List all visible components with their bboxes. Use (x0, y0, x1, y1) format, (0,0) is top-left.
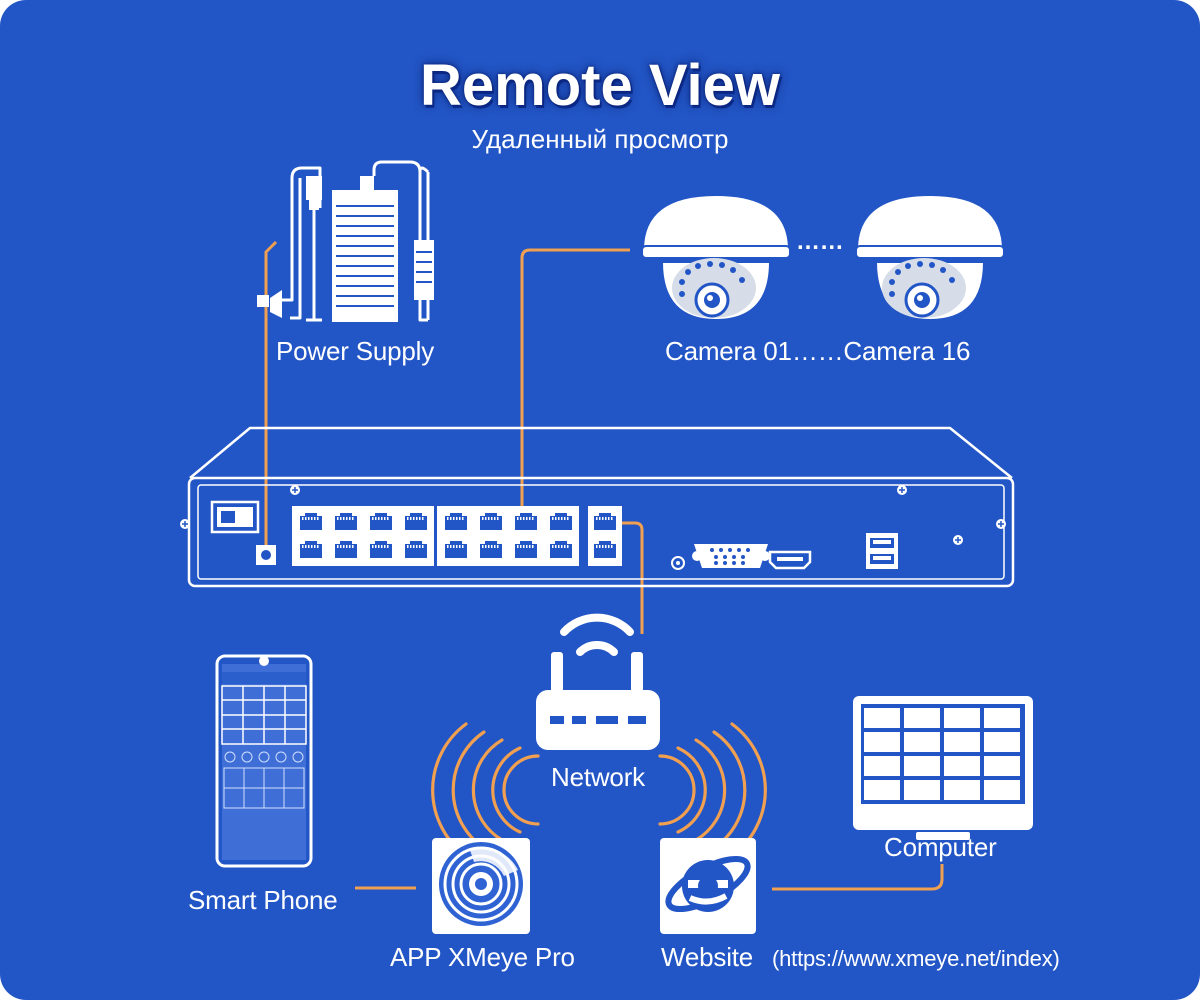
page-title: Remote View (420, 53, 780, 118)
app-label: APP XMeye Pro (390, 942, 575, 972)
camera-connector-line (520, 248, 630, 518)
computer-monitor-icon (853, 696, 1033, 840)
xmeye-app-icon (432, 838, 530, 934)
network-label: Network (551, 762, 645, 792)
network-connector-line (612, 521, 644, 634)
page-subtitle: Удаленный просмотр (471, 124, 729, 154)
wifi-router-icon (536, 613, 660, 750)
cameras-label: Camera 01……Camera 16 (665, 336, 971, 366)
nvr-recorder-icon (180, 426, 1015, 588)
smart-phone-label: Smart Phone (188, 885, 338, 915)
smartphone-icon (215, 654, 313, 868)
power-supply-label: Power Supply (276, 336, 435, 366)
dome-camera-icon (855, 196, 1005, 322)
computer-connector-line (772, 864, 944, 891)
power-adapter-icon (257, 160, 434, 322)
signal-waves-icon (431, 722, 767, 858)
camera-dots: …… (796, 228, 844, 255)
power-connector-line (264, 240, 278, 548)
computer-label: Computer (884, 832, 997, 862)
dome-camera-icon (641, 196, 791, 322)
connector-lines (264, 240, 944, 891)
website-label: Website (661, 942, 754, 972)
website-url-label: (https://www.xmeye.net/index) (772, 946, 1060, 971)
internet-explorer-icon (660, 838, 756, 934)
